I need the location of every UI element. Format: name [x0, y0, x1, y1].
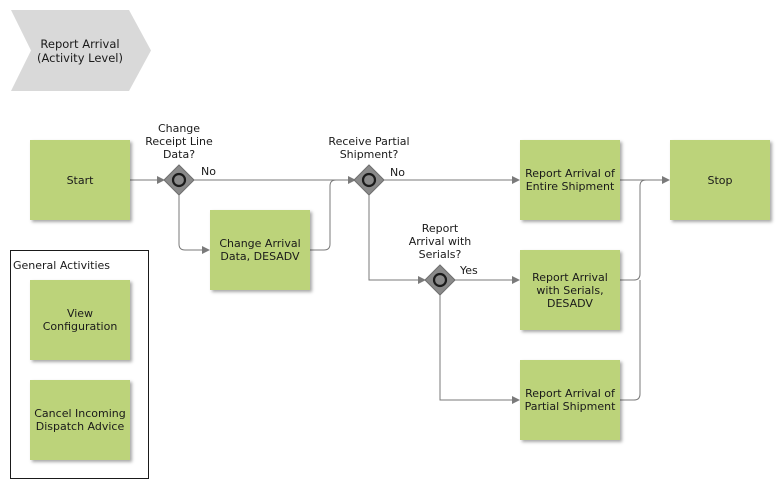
- edge-serials-to-stop: [620, 179, 647, 281]
- process-title: Report Arrival (Activity Level): [37, 36, 123, 65]
- gateway-change-receipt-label: Change Receipt Line Data?: [145, 122, 213, 161]
- general-activities-panel: [10, 250, 149, 479]
- start-node[interactable]: Start: [30, 140, 130, 220]
- edge-partial-to-stop: [620, 280, 641, 401]
- gateway-report-serials: [424, 264, 456, 296]
- edge-gateway3-no: [439, 295, 520, 404]
- activity-report-partial-shipment[interactable]: Report Arrival of Partial Shipment: [520, 360, 620, 440]
- edge-gateway1-yes: [178, 195, 210, 254]
- stop-node[interactable]: Stop: [670, 140, 770, 220]
- gateway-receive-partial: [353, 164, 385, 196]
- edge-label-no: No: [390, 166, 405, 179]
- activity-report-with-serials[interactable]: Report Arrival with Serials, DESADV: [520, 250, 620, 330]
- activity-cancel-dispatch-advice[interactable]: Cancel Incoming Dispatch Advice: [30, 380, 130, 460]
- general-activities-title: General Activities: [13, 259, 111, 272]
- edge-label-yes: Yes: [460, 264, 478, 277]
- activity-change-arrival-data[interactable]: Change Arrival Data, DESADV: [210, 210, 310, 290]
- process-chevron-shape: [11, 10, 151, 91]
- gateway-receive-partial-label: Receive Partial Shipment?: [328, 135, 410, 161]
- edge-gateway2-yes: [368, 195, 426, 284]
- gateway-report-serials-label: Report Arrival with Serials?: [408, 222, 472, 261]
- gateway-change-receipt: [163, 164, 195, 196]
- activity-view-configuration[interactable]: View Configuration: [30, 280, 130, 360]
- edge-label-no: No: [201, 165, 216, 178]
- edge-change-to-gateway2: [310, 179, 337, 251]
- activity-report-entire-shipment[interactable]: Report Arrival of Entire Shipment: [520, 140, 620, 220]
